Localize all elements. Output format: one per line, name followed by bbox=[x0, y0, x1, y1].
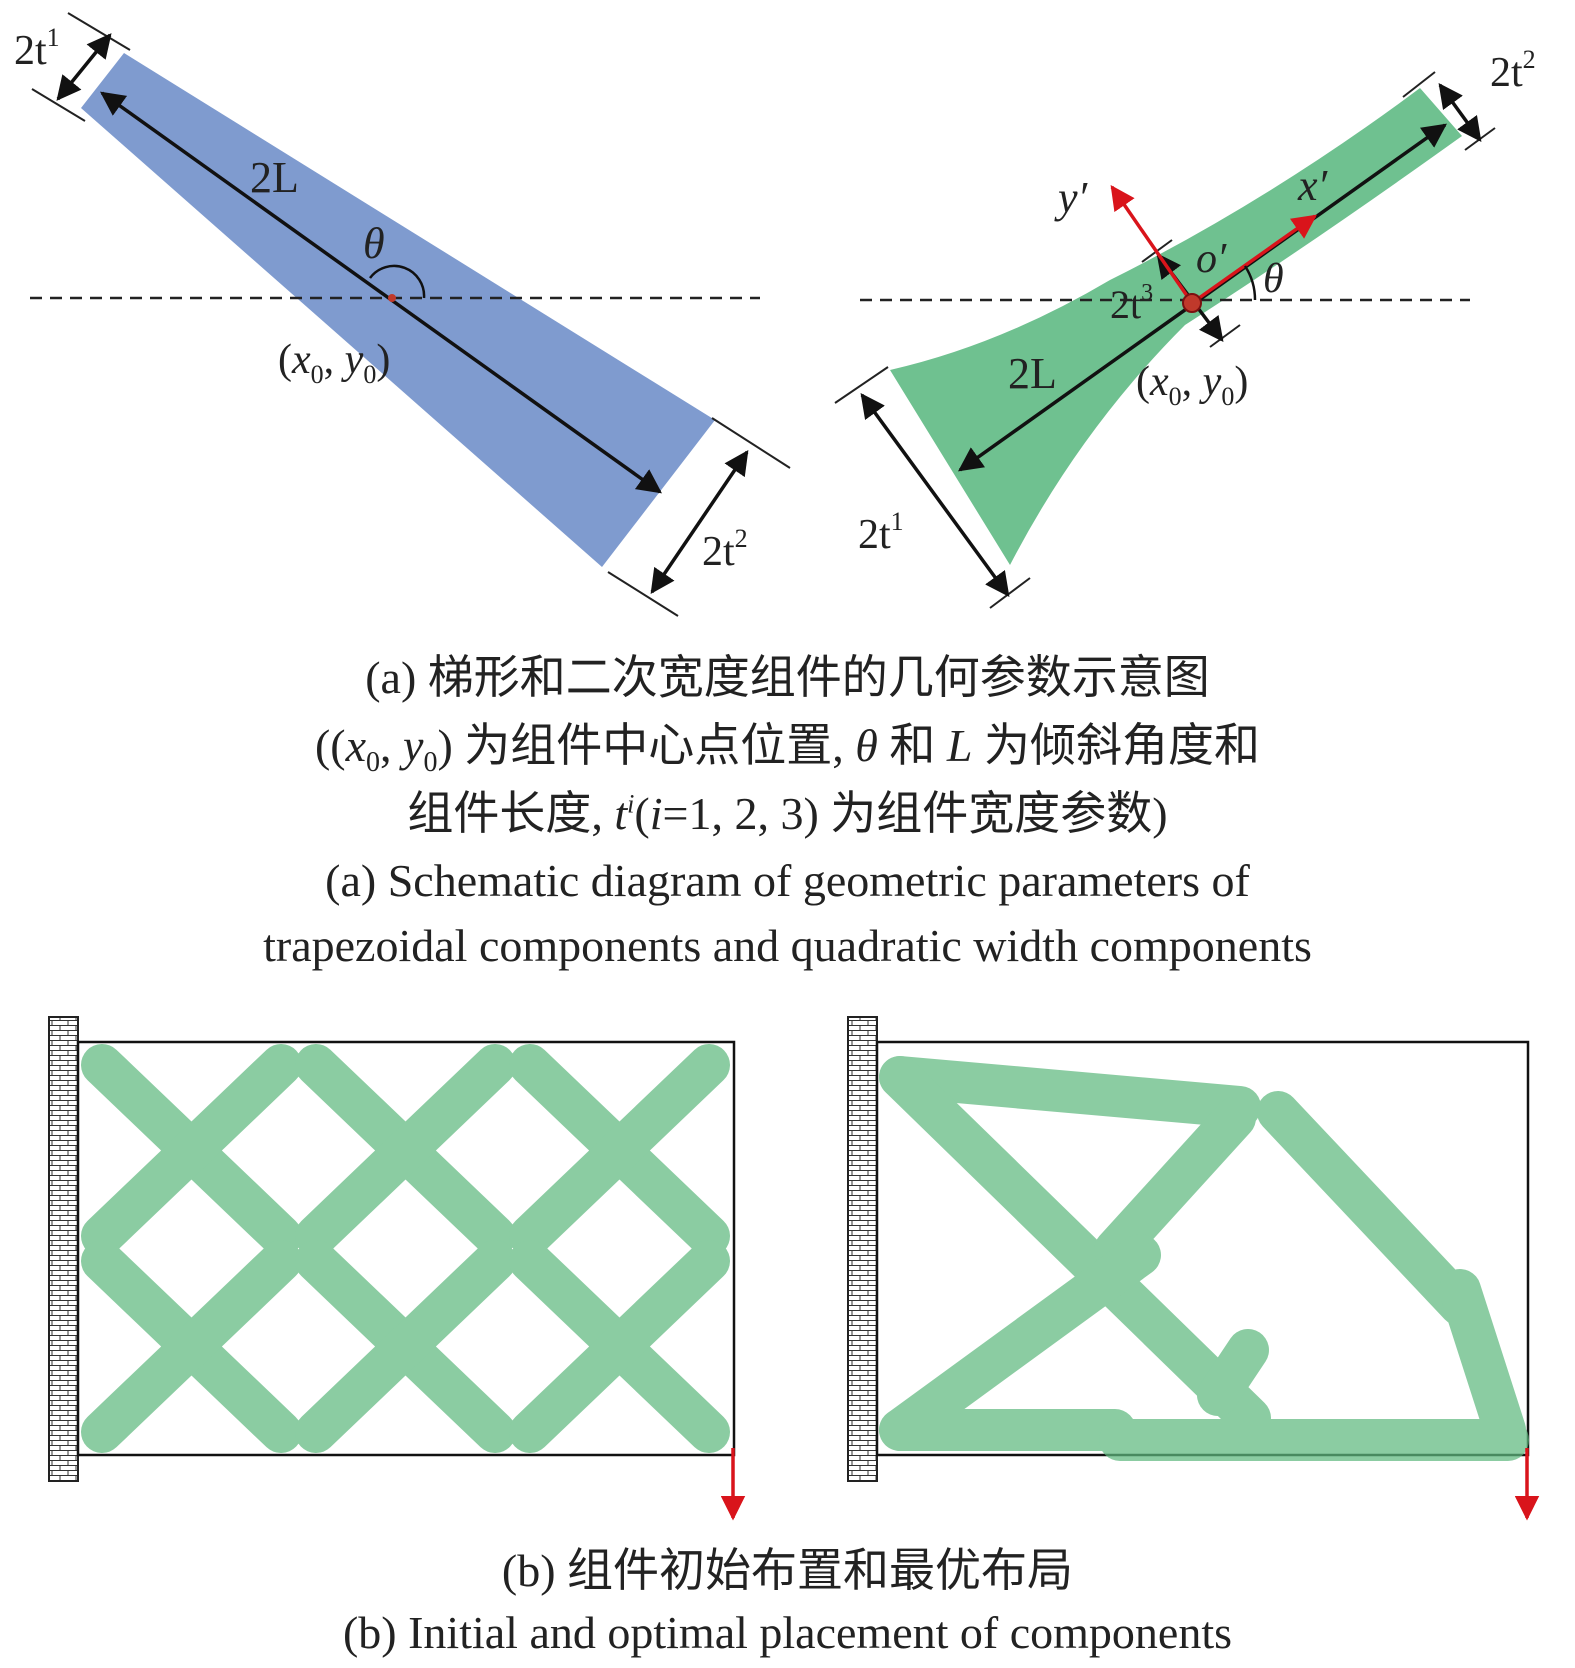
extension-line bbox=[989, 577, 1031, 609]
component bbox=[509, 1044, 730, 1257]
component bbox=[879, 1056, 1261, 1128]
component bbox=[1257, 1091, 1481, 1326]
design-domain bbox=[76, 1040, 736, 1457]
width-start-dimension-arrow bbox=[860, 393, 1010, 597]
extension-line bbox=[31, 88, 86, 122]
label-width-start: 2t1 bbox=[858, 507, 904, 558]
component bbox=[295, 1044, 516, 1257]
trapezoid-body bbox=[81, 53, 715, 567]
local-origin-point bbox=[1182, 293, 1202, 313]
local-y-axis-arrow bbox=[1110, 184, 1194, 304]
extension-line bbox=[711, 417, 791, 469]
label-center: (x0, y0) bbox=[1136, 359, 1248, 411]
trapezoid-component: 2t1 2L θ (x0, y0) 2t2 bbox=[14, 12, 791, 617]
component bbox=[509, 1240, 730, 1453]
extension-line bbox=[67, 12, 131, 51]
center-point bbox=[388, 294, 396, 302]
width-start-dimension-arrow bbox=[56, 33, 112, 101]
label-width-mid: 2t3 bbox=[1110, 280, 1153, 327]
optimal-members bbox=[879, 1056, 1529, 1461]
component bbox=[295, 1240, 516, 1453]
label-axis-x: x′ bbox=[1297, 161, 1329, 210]
component bbox=[1094, 1097, 1256, 1271]
caption-b-zh: (b) 组件初始布置和最优布局 bbox=[501, 1545, 1074, 1596]
fixed-support-wall bbox=[48, 1016, 79, 1482]
width-end-dimension-arrow bbox=[1438, 83, 1482, 142]
length-dimension-arrow bbox=[100, 91, 662, 494]
caption-a-zh-line3: 组件长度, ti(i=1, 2, 3) 为组件宽度参数) bbox=[407, 788, 1168, 839]
initial-members bbox=[81, 1044, 730, 1453]
label-axis-y: y′ bbox=[1054, 173, 1089, 222]
local-x-axis-arrow bbox=[1190, 214, 1318, 305]
component bbox=[879, 1056, 1271, 1439]
component bbox=[1197, 1329, 1269, 1416]
quadratic-width-component: 2t2 y′ x′ o′ θ 2t3 2L (x0, y0) 2t1 bbox=[834, 45, 1536, 609]
label-angle: θ bbox=[363, 219, 385, 268]
caption-a-en-line2: trapezoidal components and quadratic wid… bbox=[263, 920, 1312, 971]
extension-line bbox=[1402, 71, 1436, 98]
component bbox=[81, 1240, 302, 1453]
label-length: 2L bbox=[250, 153, 299, 202]
caption-b-en: (b) Initial and optimal placement of com… bbox=[342, 1607, 1233, 1658]
caption-a-zh-line1: (a) 梯形和二次宽度组件的几何参数示意图 bbox=[365, 652, 1210, 703]
fixed-support-wall bbox=[847, 1016, 878, 1482]
angle-arc bbox=[1243, 265, 1257, 301]
label-length: 2L bbox=[1008, 349, 1057, 398]
width-end-dimension-arrow bbox=[650, 449, 749, 595]
label-width-end: 2t2 bbox=[1490, 45, 1536, 96]
component bbox=[81, 1044, 302, 1257]
label-width-end: 2t2 bbox=[702, 524, 748, 575]
optimal-layout bbox=[847, 1016, 1540, 1521]
quadratic-body bbox=[890, 88, 1462, 565]
label-width-start: 2t1 bbox=[14, 23, 60, 74]
caption-a-zh-line2: ((x0, y0) 为组件中心点位置, θ 和 L 为倾斜角度和 bbox=[314, 720, 1260, 779]
label-angle: θ bbox=[1263, 256, 1284, 302]
extension-line bbox=[834, 366, 889, 404]
initial-placement bbox=[48, 1016, 746, 1521]
component bbox=[879, 1234, 1161, 1451]
component bbox=[1439, 1269, 1526, 1451]
angle-arc bbox=[368, 264, 426, 299]
label-origin: o′ bbox=[1196, 236, 1227, 282]
caption-a-en-line1: (a) Schematic diagram of geometric param… bbox=[325, 855, 1250, 906]
extension-line bbox=[607, 571, 679, 617]
